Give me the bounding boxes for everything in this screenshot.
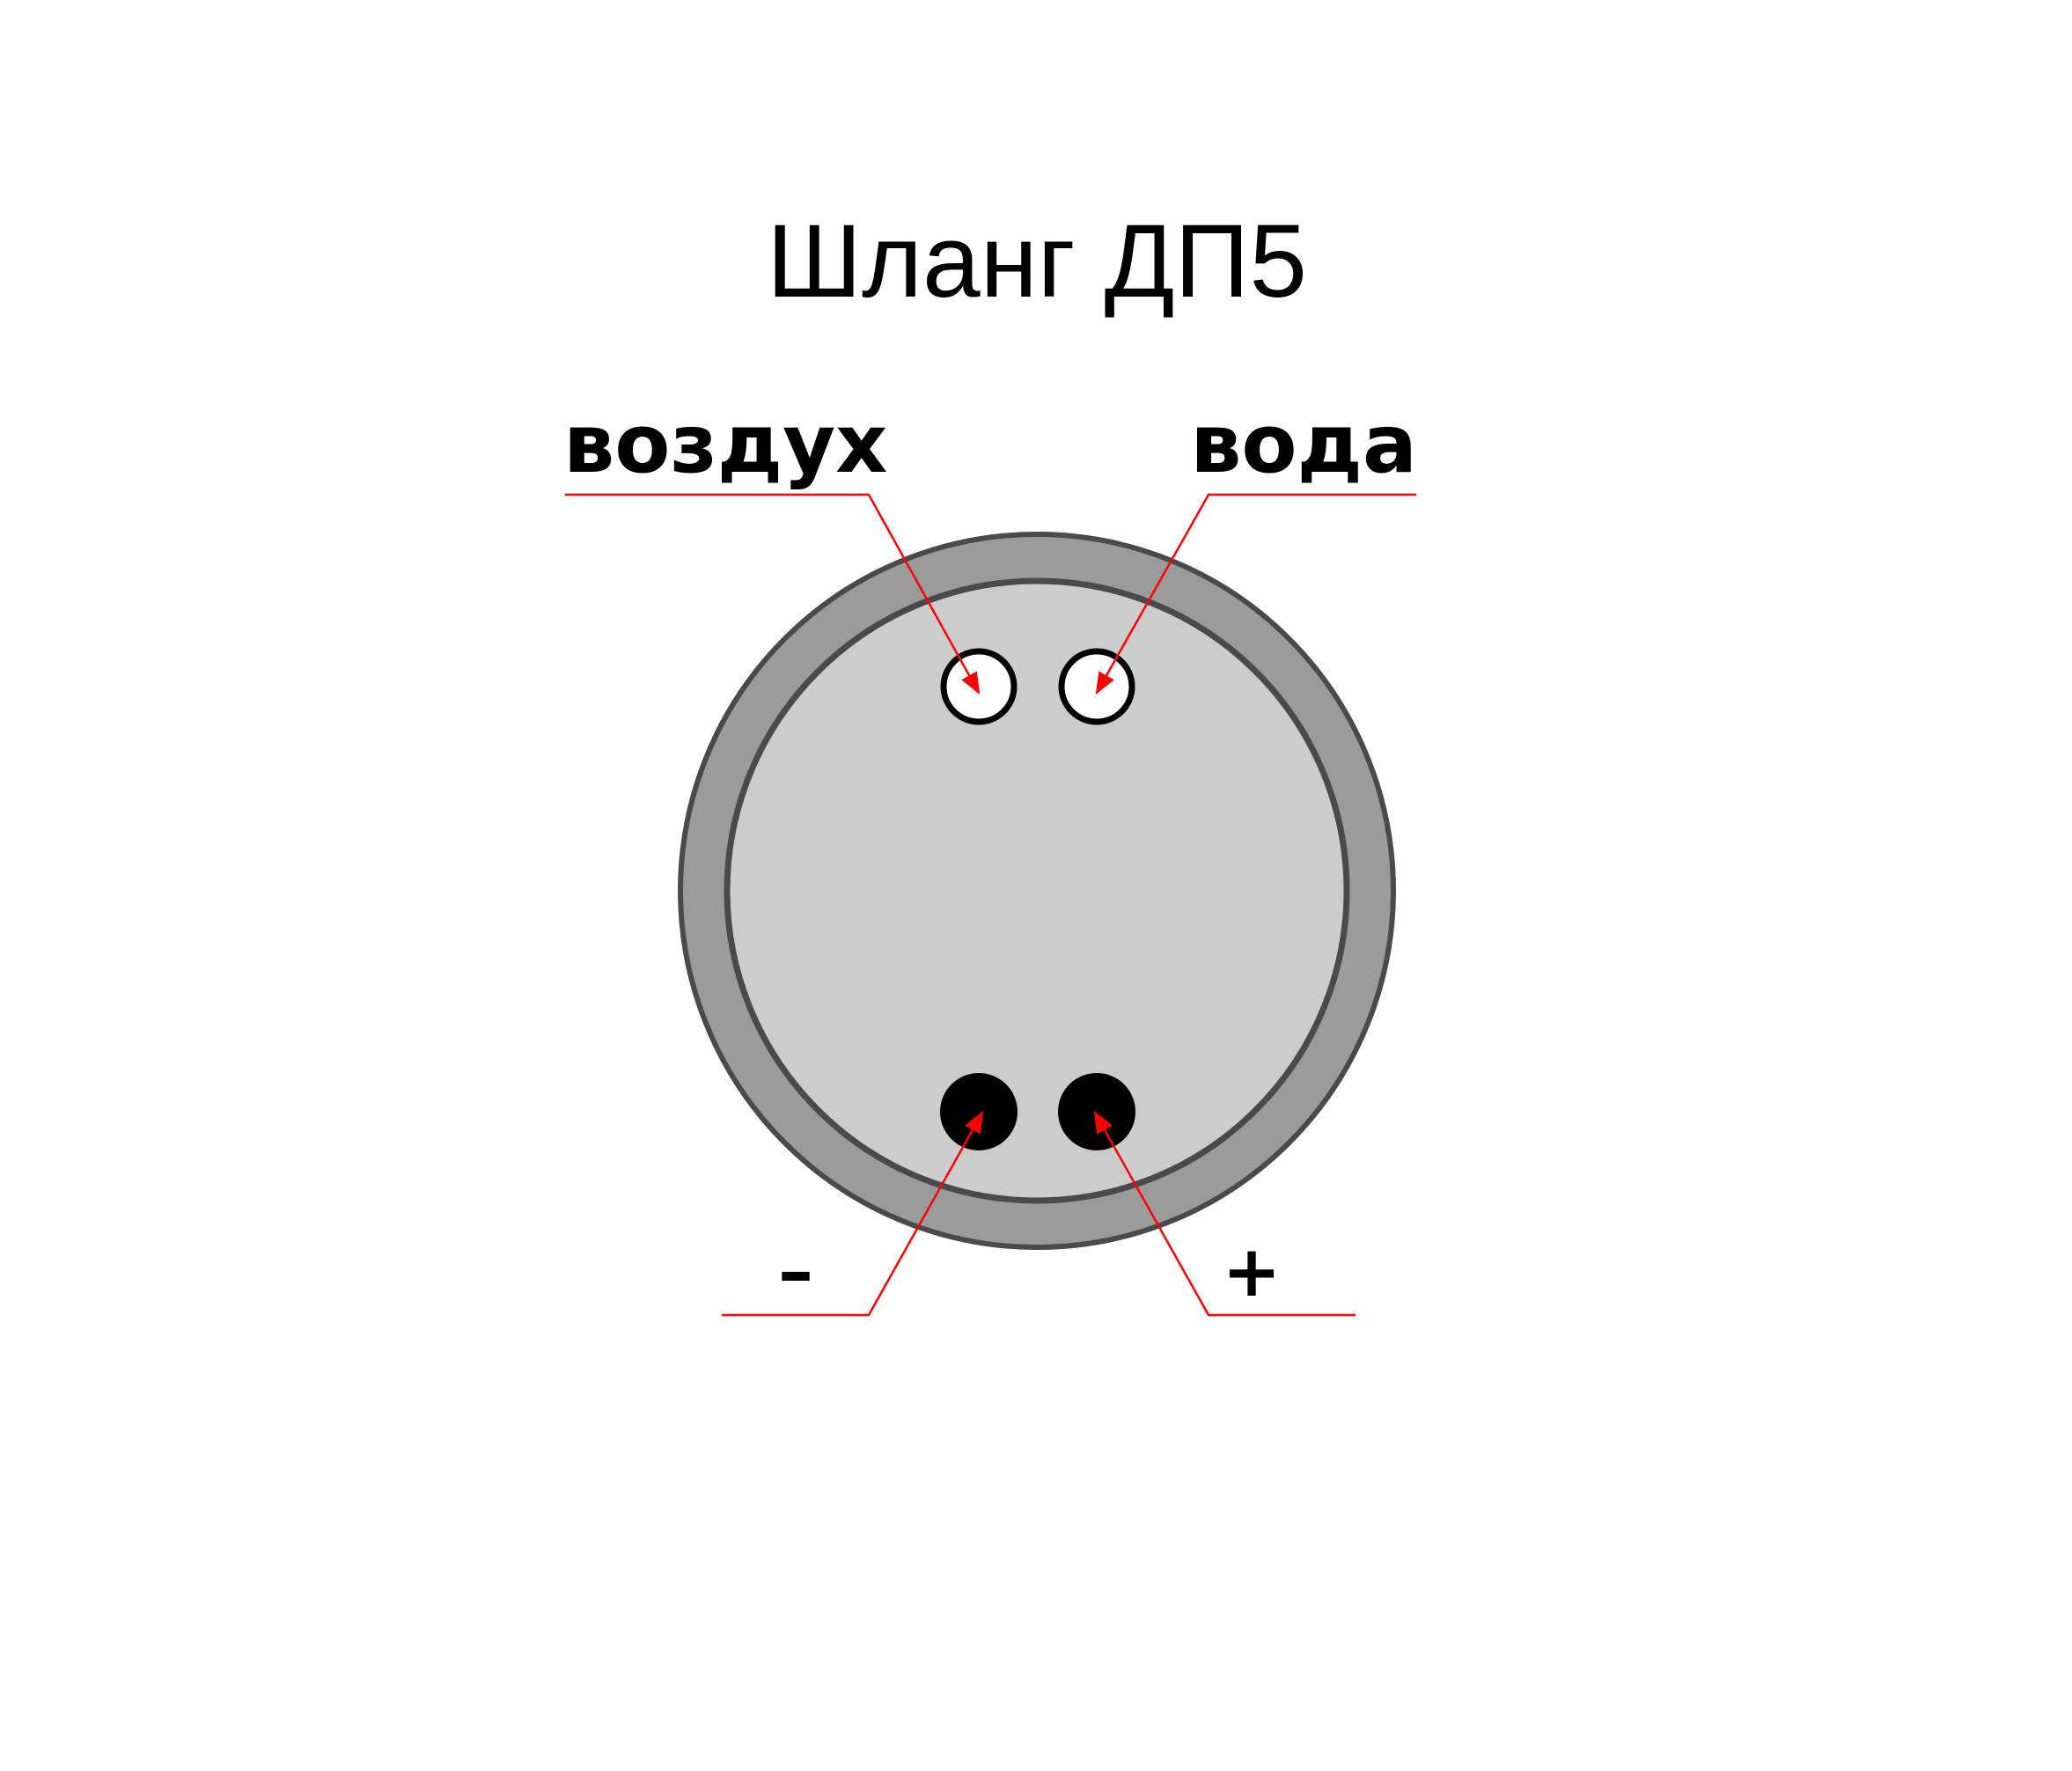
- water-label: вода: [1190, 397, 1417, 491]
- air-port: [940, 648, 1018, 725]
- minus-contact: [940, 1073, 1018, 1150]
- water-port: [1058, 648, 1135, 725]
- plus-label: +: [1222, 1231, 1281, 1312]
- air-leader-line: [565, 493, 981, 695]
- plus-contact: [1058, 1073, 1135, 1150]
- connector-face: [724, 577, 1350, 1204]
- minus-label: –: [778, 1231, 813, 1312]
- minus-leader-line: [722, 1110, 984, 1317]
- water-leader-line: [1095, 493, 1416, 695]
- plus-leader-line: [1093, 1110, 1356, 1317]
- diagram-title: Шланг ДП5: [767, 203, 1307, 320]
- air-label: воздух: [563, 397, 888, 491]
